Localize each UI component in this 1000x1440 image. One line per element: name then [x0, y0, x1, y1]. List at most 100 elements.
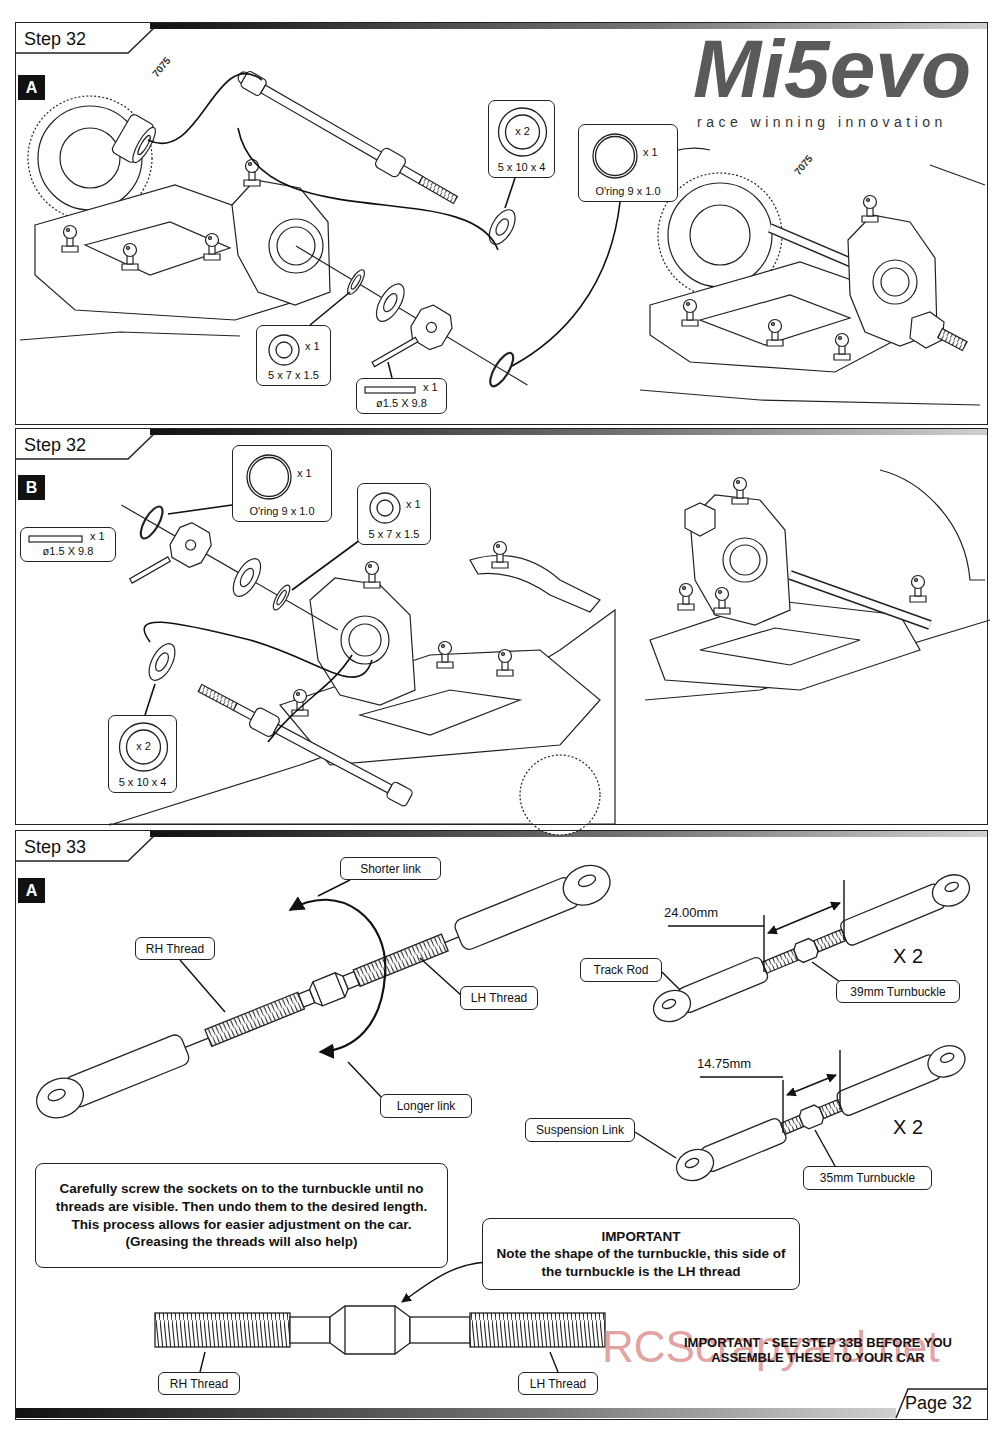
substep-letter-text: B — [26, 479, 38, 497]
quantity: x 1 — [406, 498, 421, 511]
callout-text: 39mm Turnbuckle — [850, 985, 945, 999]
hub-exploded — [233, 703, 254, 719]
hub-assembled — [690, 205, 750, 265]
hub-exploded — [492, 542, 508, 569]
hub-exploded — [406, 301, 457, 354]
hub-exploded — [198, 684, 237, 710]
suspension-link — [835, 1053, 942, 1117]
hub-exploded — [493, 217, 511, 238]
suspension-link — [672, 1040, 970, 1186]
turnbuckle — [345, 1306, 395, 1354]
callout-label: Shorter link — [340, 857, 441, 880]
leader-line — [148, 74, 620, 378]
turnbuckle-exploded — [31, 859, 616, 1125]
quantity: X 2 — [893, 945, 923, 968]
page-number: Page 32 — [905, 1393, 972, 1414]
turnbuckle — [155, 1313, 290, 1347]
leader-line — [310, 292, 350, 325]
leader-line — [292, 540, 360, 590]
part-marking: 7075 — [792, 153, 815, 177]
hub-exploded — [419, 177, 458, 204]
hub-exploded — [371, 280, 410, 326]
hub-assembled — [834, 334, 850, 361]
track-rod — [649, 869, 975, 1027]
part-callout: x 15 x 7 x 1.5 — [357, 483, 431, 545]
substep-letter-text: A — [26, 79, 38, 97]
hub-exploded — [130, 557, 171, 583]
turnbuckle-exploded — [290, 900, 385, 1052]
hub-assembled — [700, 628, 860, 665]
callout-text: LH Thread — [530, 1377, 586, 1391]
hub-assembled — [910, 312, 944, 348]
hub-exploded — [275, 589, 287, 605]
substep-letter-text: A — [26, 882, 38, 900]
turnbuckle-exploded — [313, 973, 345, 1006]
dimension-line — [764, 880, 844, 972]
leader-line — [550, 1352, 558, 1372]
hub-exploded — [20, 332, 240, 340]
part-callout: x 25 x 10 x 4 — [108, 715, 177, 793]
leader-line — [815, 1130, 835, 1166]
ring-icon — [370, 493, 400, 523]
quantity: x 1 — [90, 530, 105, 543]
track-rod — [814, 929, 846, 952]
turnbuckle-exploded — [577, 873, 597, 889]
part-callout: x 1O'ring 9 x 1.0 — [232, 445, 332, 522]
hub-exploded — [229, 59, 520, 249]
hub-assembled — [645, 470, 990, 700]
step-heading: Step 33 — [24, 837, 86, 858]
hub-assembled — [938, 329, 967, 351]
hub-assembled — [700, 295, 850, 345]
part-size: 5 x 10 x 4 — [119, 776, 167, 789]
hub-assembled — [732, 478, 748, 505]
track-rod — [944, 881, 960, 894]
dimension-line — [700, 1076, 783, 1077]
hub-assembled — [714, 588, 730, 615]
callout-text: Longer link — [397, 1099, 456, 1113]
leader-line — [268, 655, 352, 742]
hub-assembled — [682, 300, 698, 327]
track-rod — [839, 882, 947, 947]
step-heading: Step 32 — [24, 29, 86, 50]
hub-exploded — [400, 166, 423, 184]
ring-icon — [276, 342, 292, 358]
hub-exploded — [349, 624, 381, 656]
hub-exploded — [484, 206, 520, 249]
hub-exploded — [184, 538, 198, 552]
leader-line — [238, 128, 498, 250]
track-rod — [928, 869, 975, 911]
quantity: x 1 — [297, 467, 312, 480]
ring-icon — [593, 134, 637, 178]
part-callout: x 1O'ring 9 x 1.0 — [578, 124, 678, 202]
hub-assembled — [730, 545, 760, 575]
hub-exploded — [137, 503, 167, 541]
part-size: ø1.5 X 9.8 — [376, 397, 427, 410]
hub-exploded — [437, 642, 453, 669]
important-box: IMPORTANTNote the shape of the turnbuckl… — [482, 1218, 800, 1290]
hub-exploded — [130, 557, 171, 583]
hub-exploded — [136, 134, 152, 156]
hub-exploded — [425, 321, 439, 335]
turnbuckle-exploded — [205, 992, 304, 1046]
ring-icon — [596, 137, 635, 176]
turnbuckle-exploded — [557, 859, 616, 912]
callout-text: LH Thread — [471, 991, 527, 1005]
part-size: ø1.5 X 9.8 — [43, 545, 94, 558]
hub-assembled — [862, 196, 878, 223]
leader-line — [420, 958, 462, 996]
part-callout: x 15 x 7 x 1.5 — [256, 325, 331, 386]
leader-line — [144, 505, 372, 742]
part-size: 5 x 10 x 4 — [498, 161, 546, 174]
ring-icon — [269, 335, 299, 365]
leader-line — [348, 1062, 384, 1100]
turnbuckle — [410, 1317, 470, 1343]
hub-exploded — [520, 755, 600, 835]
ring-icon — [377, 500, 393, 516]
hub-exploded — [386, 781, 414, 807]
ring-icon — [120, 723, 168, 771]
callout-label: Suspension Link — [525, 1118, 635, 1142]
step-panel: Step 32Bx 1O'ring 9 x 1.0x 1ø1.5 X 9.8x … — [15, 428, 988, 825]
dimension-line — [768, 903, 840, 933]
hub-exploded — [244, 160, 260, 187]
